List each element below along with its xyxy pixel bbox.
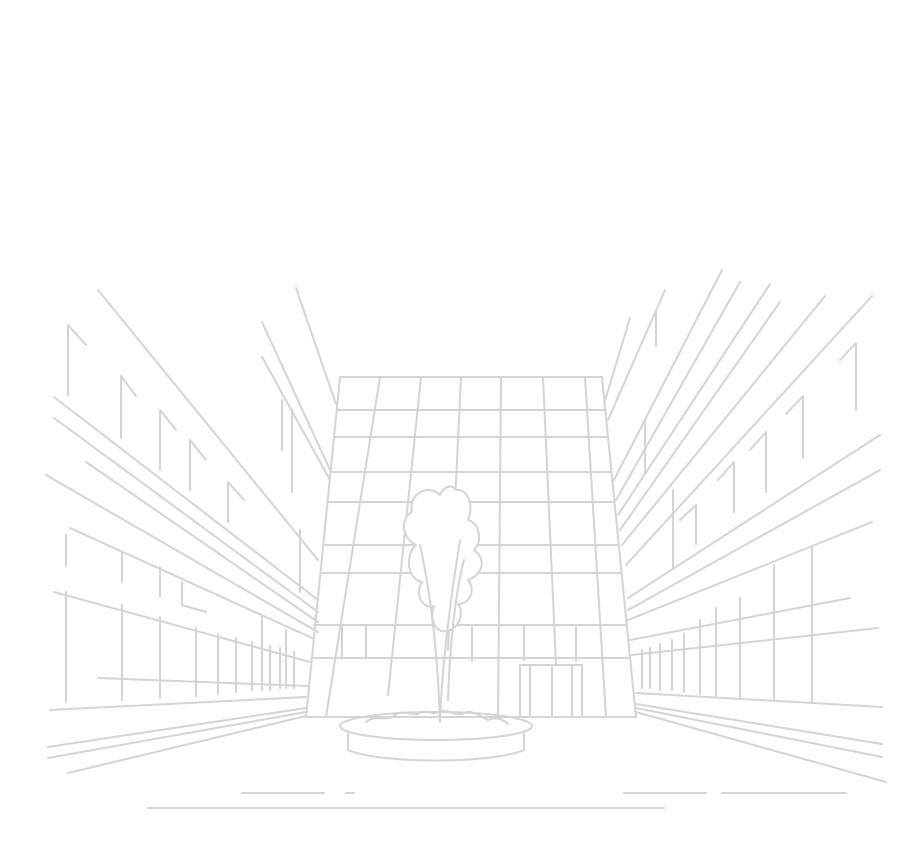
planter	[339, 709, 533, 762]
left-building	[45, 287, 337, 774]
right-building	[603, 269, 887, 783]
ground-lines	[147, 792, 847, 809]
tree	[402, 485, 483, 723]
